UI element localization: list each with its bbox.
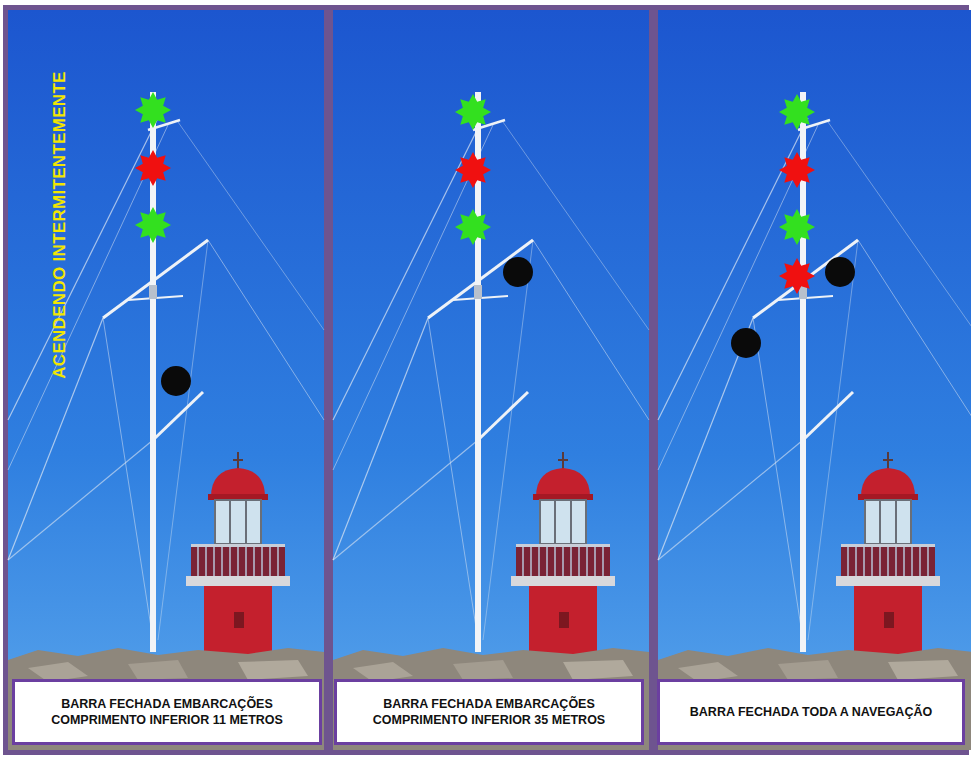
caption-text: BARRA FECHADA EMBARCAÇÕES COMPRIMENTO IN… — [363, 696, 615, 728]
green-light — [779, 209, 815, 245]
caption-box: BARRA FECHADA EMBARCAÇÕES COMPRIMENTO IN… — [334, 679, 644, 745]
blinking-note: ACENDENDO INTERMITENTEMENTE — [50, 71, 70, 379]
red-light — [779, 258, 815, 294]
caption-text: BARRA FECHADA EMBARCAÇÕES COMPRIMENTO IN… — [41, 696, 293, 728]
red-light — [455, 152, 491, 188]
black-ball — [825, 257, 855, 287]
black-ball — [503, 257, 533, 287]
panel-background — [8, 10, 324, 750]
red-light — [779, 152, 815, 188]
green-light — [135, 92, 171, 128]
green-light — [455, 94, 491, 130]
caption-box: BARRA FECHADA TODA A NAVEGAÇÃO — [657, 679, 965, 745]
red-light — [135, 150, 171, 186]
caption-box: BARRA FECHADA EMBARCAÇÕES COMPRIMENTO IN… — [12, 679, 322, 745]
green-light — [779, 94, 815, 130]
green-light — [455, 209, 491, 245]
panel-background — [658, 10, 971, 750]
caption-text: BARRA FECHADA TODA A NAVEGAÇÃO — [690, 704, 932, 720]
black-ball — [731, 328, 761, 358]
green-light — [135, 207, 171, 243]
panel-background — [333, 10, 649, 750]
black-ball — [161, 366, 191, 396]
